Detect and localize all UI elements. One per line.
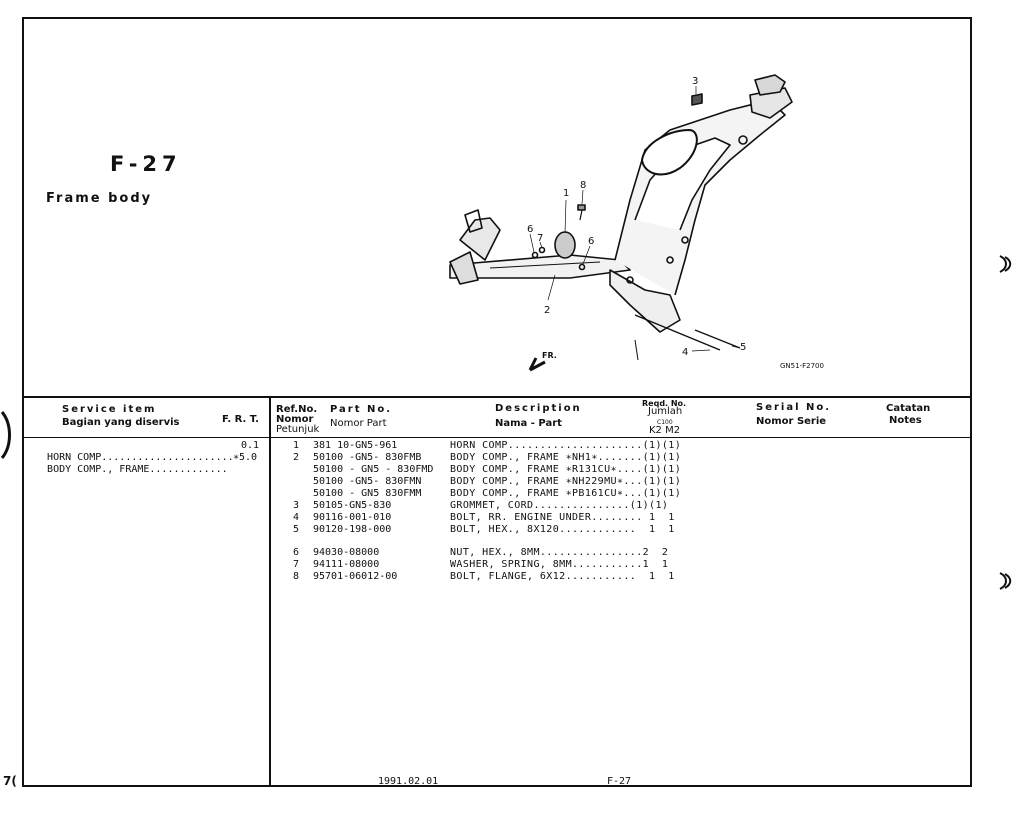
front-direction-label: FR. <box>542 351 557 360</box>
callout-8: 8 <box>580 180 586 191</box>
part-description: BODY COMP., FRAME ∗R131CU∗....(1)(1) <box>450 464 682 475</box>
callout-6a: 6 <box>527 224 533 235</box>
page-subtitle: Frame body <box>46 191 153 206</box>
ref-number: 8 <box>293 571 300 582</box>
table-column-divider <box>269 397 271 787</box>
reqd-no-header: Reqd. No. <box>642 399 687 408</box>
description-header: Description <box>495 403 582 414</box>
service-item: BODY COMP., FRAME............. <box>47 464 228 475</box>
notes-header-en: Notes <box>889 415 922 426</box>
part-description: GROMMET, CORD...............(1)(1) <box>450 500 669 511</box>
service-item-header: Service item <box>62 404 157 415</box>
part-description: BODY COMP., FRAME ∗NH1∗.......(1)(1) <box>450 452 682 463</box>
ref-no-header-id: Nomor <box>276 414 314 425</box>
notes-header: Catatan <box>886 403 931 414</box>
serial-no-header-id: Nomor Serie <box>756 416 827 427</box>
serial-no-header: Serial No. <box>756 402 832 413</box>
callout-5: 5 <box>740 342 746 353</box>
reqd-model: C100 <box>657 419 673 426</box>
part-description: HORN COMP.....................(1)(1) <box>450 440 682 451</box>
ref-number: 7 <box>293 559 300 570</box>
part-no-header: Part No. <box>330 404 393 415</box>
part-description: BODY COMP., FRAME ∗NH229MU∗...(1)(1) <box>450 476 682 487</box>
binding-hole-mark <box>999 572 1012 590</box>
callout-3: 3 <box>692 76 698 87</box>
callout-2: 2 <box>544 305 550 316</box>
ref-number: 1 <box>293 440 300 451</box>
drawing-code: GN51-F2700 <box>780 362 824 370</box>
binding-hole-mark <box>999 255 1012 273</box>
callout-4: 4 <box>682 347 688 358</box>
part-number: 90116-001-010 <box>313 512 392 523</box>
frame-body-diagram: 3 1 8 6 7 6 2 4 5 FR. GN51-F2700 <box>449 74 824 372</box>
part-number: 94111-08000 <box>313 559 380 570</box>
ref-number: 5 <box>293 524 300 535</box>
service-item: HORN COMP...................... <box>47 452 234 463</box>
page-title: F-27 <box>110 152 182 176</box>
callout-7: 7 <box>537 233 543 244</box>
ref-no-header: Ref.No. <box>276 404 318 415</box>
callout-6b: 6 <box>588 236 594 247</box>
table-top-divider <box>22 396 972 398</box>
part-description: BOLT, RR. ENGINE UNDER........ 1 1 <box>450 512 675 523</box>
reqd-columns: K2 M2 <box>649 425 681 436</box>
reqd-no-header-id: Jumlah <box>648 406 683 417</box>
ref-number: 3 <box>293 500 300 511</box>
binding-hole-mark <box>0 411 11 459</box>
part-number: 50100 -GN5- 830FMB <box>313 452 422 463</box>
description-header-id: Nama - Part <box>495 418 562 429</box>
service-item-header-id: Bagian yang diservis <box>62 417 180 428</box>
part-description: BOLT, FLANGE, 6X12........... 1 1 <box>450 571 675 582</box>
part-description: BODY COMP., FRAME ∗PB161CU∗...(1)(1) <box>450 488 682 499</box>
part-number: 381 10-GN5-961 <box>313 440 398 451</box>
part-description: NUT, HEX., 8MM................2 2 <box>450 547 669 558</box>
part-description: BOLT, HEX., 8X120............ 1 1 <box>450 524 675 535</box>
footer-date: 1991.02.01 <box>378 776 439 787</box>
part-number: 50100 - GN5 830FMM <box>313 488 422 499</box>
page-frame <box>22 17 972 787</box>
callout-1: 1 <box>563 188 569 199</box>
part-number: 90120-198-000 <box>313 524 392 535</box>
ref-no-header-id2: Petunjuk <box>276 424 320 435</box>
part-number: 95701-06012-00 <box>313 571 398 582</box>
service-row: BODY COMP., FRAME............. <box>35 452 228 476</box>
frt-header: F. R. T. <box>222 414 259 425</box>
part-number: 50105-GN5-830 <box>313 500 392 511</box>
service-frt: 0.1 <box>241 440 260 451</box>
part-number: 50100 - GN5 - 830FMD <box>313 464 434 475</box>
part-number: 94030-08000 <box>313 547 380 558</box>
part-no-header-id: Nomor Part <box>330 418 387 429</box>
part-description: WASHER, SPRING, 8MM...........1 1 <box>450 559 669 570</box>
service-row: HORN COMP...................... <box>35 440 234 464</box>
table-header-divider <box>22 437 972 438</box>
ref-number: 4 <box>293 512 300 523</box>
part-number: 50100 -GN5- 830FMN <box>313 476 422 487</box>
ref-number: 6 <box>293 547 300 558</box>
page-edge-number: 7( <box>3 774 17 788</box>
footer-page: F-27 <box>607 776 632 787</box>
ref-number: 2 <box>293 452 300 463</box>
service-frt: ∗5.0 <box>233 452 258 463</box>
